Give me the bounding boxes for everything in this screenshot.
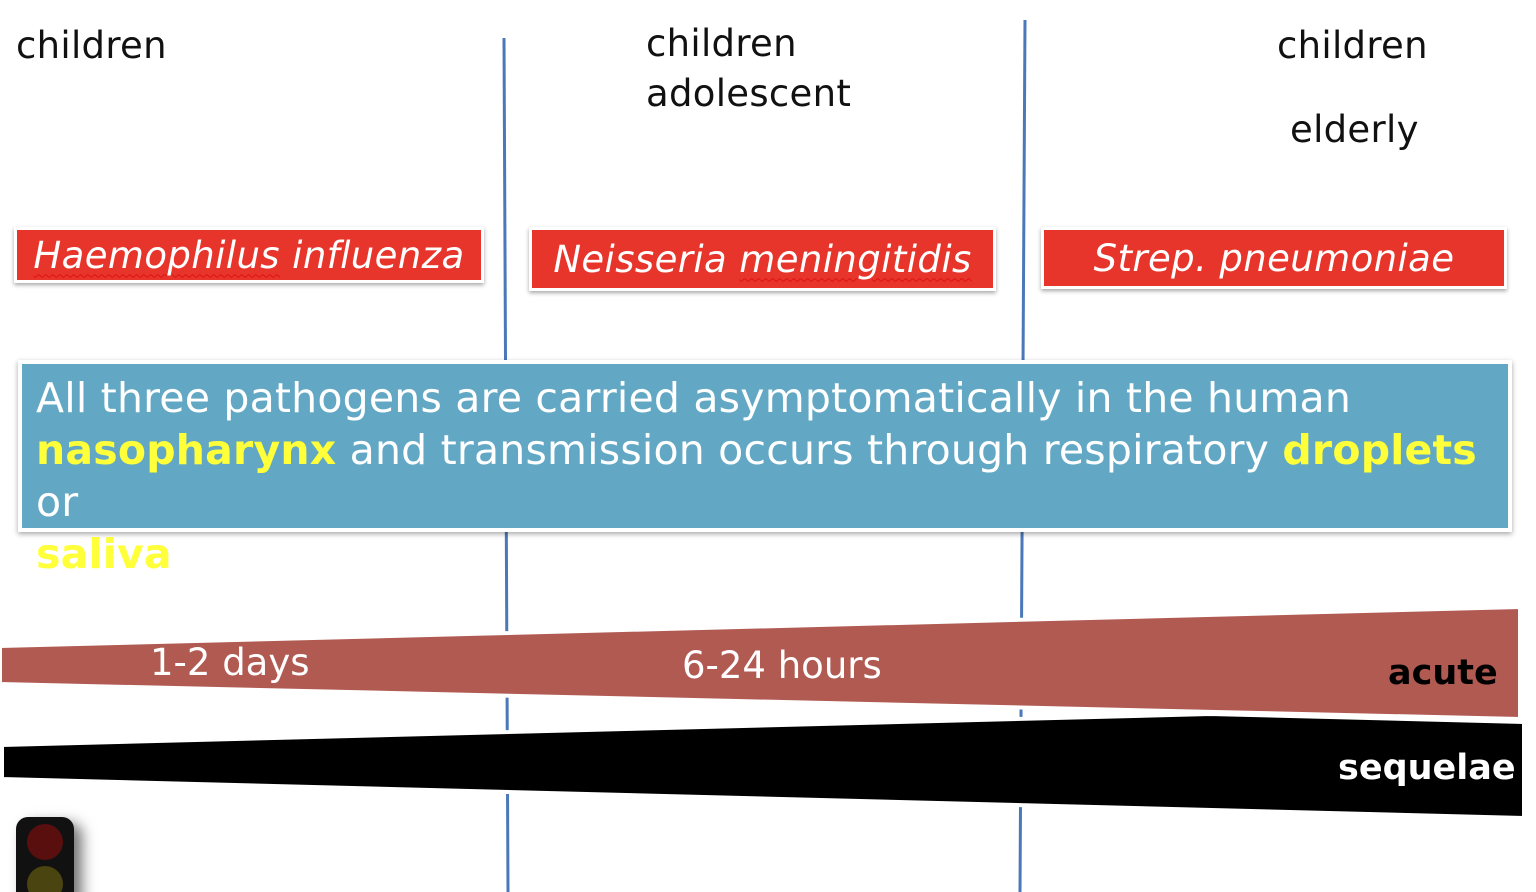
info-line-3: saliva <box>36 528 1494 580</box>
acute-wedge <box>0 604 1522 722</box>
info-line-2-end: or <box>36 478 79 526</box>
highlight-nasopharynx: nasopharynx <box>36 426 337 474</box>
age-group-col3-children: children <box>1277 24 1428 67</box>
onset-label-6-24-hours: 6-24 hours <box>682 644 882 687</box>
pathogen-strep-name: Strep. pneumoniae <box>1093 236 1455 280</box>
highlight-droplets: droplets <box>1282 426 1477 474</box>
red-lamp-icon <box>27 824 63 860</box>
acute-label: acute <box>1388 653 1498 693</box>
info-line-2: nasopharynx and transmission occurs thro… <box>36 424 1494 528</box>
age-group-col3-elderly: elderly <box>1290 108 1419 151</box>
pathogen-neisseria-species: meningitidis <box>739 237 972 281</box>
pathogen-haemophilus: Haemophilus influenza <box>14 227 484 283</box>
pathogen-haemophilus-species: influenza <box>292 233 465 277</box>
age-group-col2-adolescent: adolescent <box>646 72 852 115</box>
pathogen-neisseria: Neisseria meningitidis <box>529 227 996 291</box>
sequelae-label: sequelae <box>1338 748 1516 788</box>
info-line-1: All three pathogens are carried asymptom… <box>36 374 1352 422</box>
sequelae-wedge <box>0 711 1526 821</box>
transmission-info-box: All three pathogens are carried asymptom… <box>18 360 1512 578</box>
onset-label-1-2-days: 1-2 days <box>150 641 310 684</box>
age-group-col1-children: children <box>16 24 167 67</box>
age-group-col2-children: children <box>646 22 797 65</box>
highlight-saliva: saliva <box>36 530 172 578</box>
pathogen-haemophilus-genus: Haemophilus <box>33 233 280 277</box>
traffic-light-icon <box>16 817 74 892</box>
info-line-2-middle: and transmission occurs through respirat… <box>349 426 1270 474</box>
pathogen-strep: Strep. pneumoniae <box>1041 227 1507 289</box>
pathogen-neisseria-genus: Neisseria <box>553 237 728 281</box>
yellow-lamp-icon <box>27 866 63 892</box>
